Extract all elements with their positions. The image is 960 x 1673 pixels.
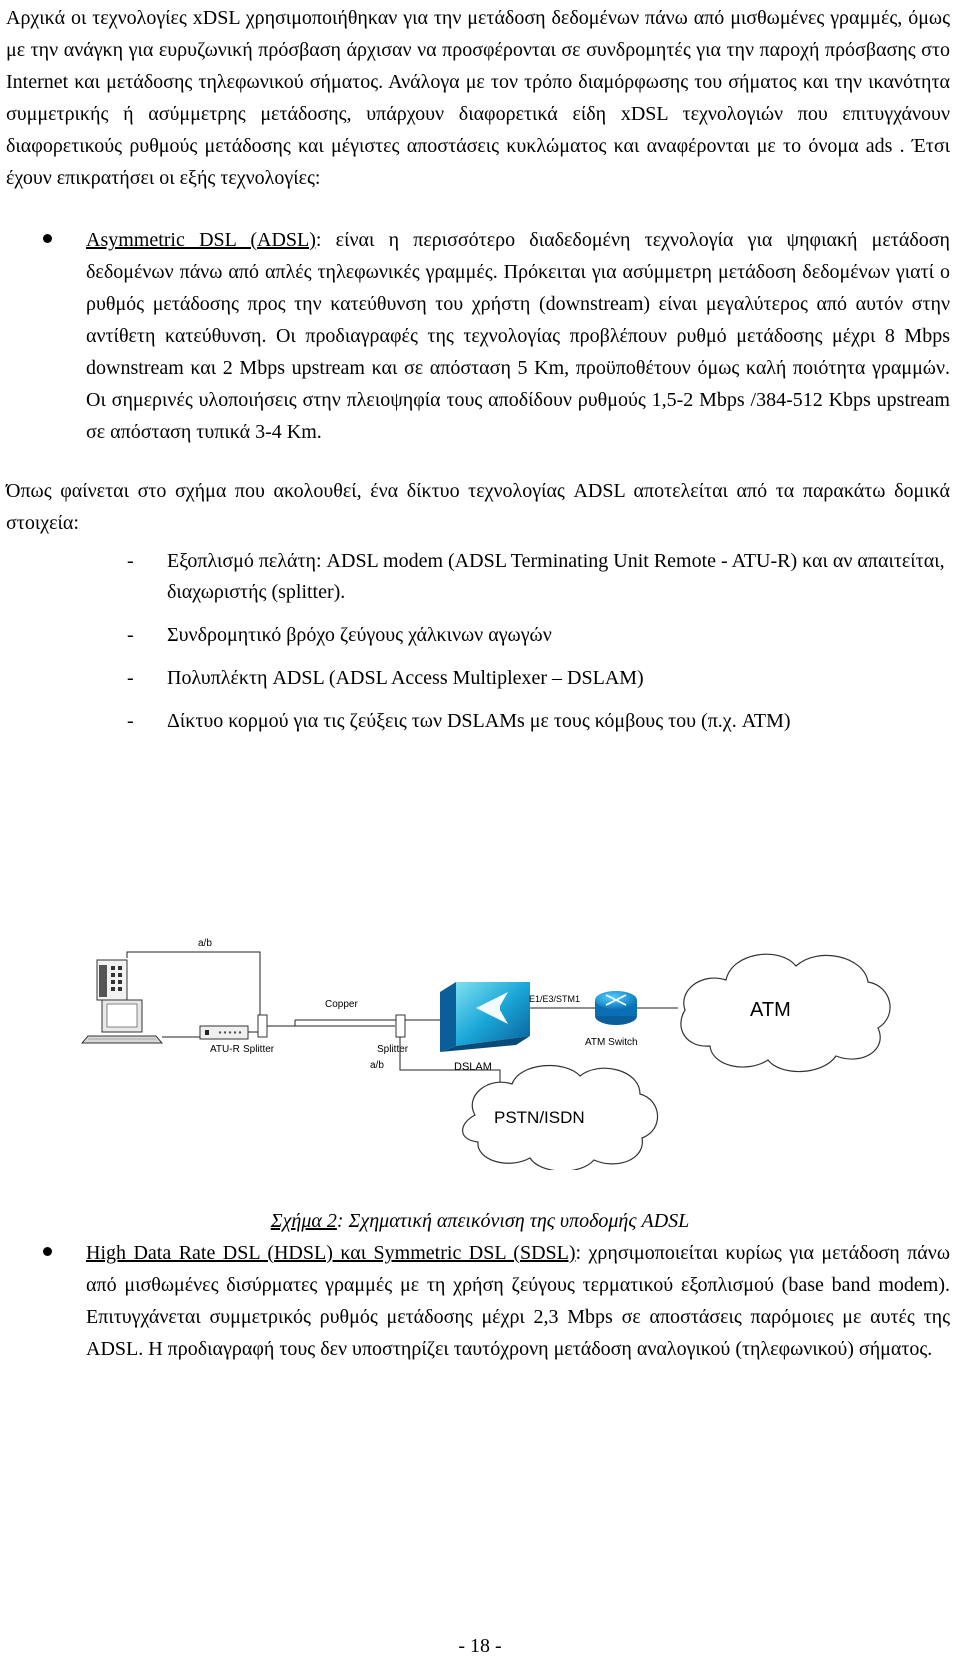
- splitter-left-icon: [257, 1014, 268, 1038]
- splitter-right-icon: [395, 1014, 406, 1038]
- dash-marker: -: [127, 624, 134, 646]
- adsl-term: Asymmetric DSL (ADSL): [86, 229, 316, 251]
- ab-bottom-label: a/b: [370, 1060, 384, 1071]
- adsl-description: : είναι η περισσότερο διαδεδομένη τεχνολ…: [86, 229, 950, 443]
- dash-marker: -: [127, 550, 134, 572]
- computer-icon: [80, 999, 164, 1044]
- atm-cloud-icon: [680, 953, 891, 1073]
- component-text: Συνδρομητικό βρόχο ζεύγους χάλκινων αγωγ…: [167, 624, 552, 646]
- dash-marker: -: [127, 710, 134, 732]
- atu-r-modem-icon: [199, 1025, 249, 1040]
- e1-label: E1/E3/STM1: [529, 994, 580, 1004]
- component-text: Δίκτυο κορμού για τις ζεύξεις των DSLAMs…: [167, 710, 791, 732]
- atu-r-label: ATU-R: [210, 1044, 240, 1055]
- splitter-left-label: Splitter: [243, 1044, 275, 1055]
- network-intro-paragraph: Όπως φαίνεται στο σχήμα που ακολουθεί, έ…: [6, 480, 950, 534]
- component-text: Εξοπλισμό πελάτη: ADSL modem (ADSL Termi…: [167, 550, 945, 603]
- atm-switch-icon: [595, 991, 637, 1025]
- hdsl-description: : χρησιμοποιείται κυρίως για μετάδοση πά…: [86, 1242, 950, 1360]
- pstn-cloud-label: PSTN/ISDN: [494, 1108, 585, 1127]
- bullet-adsl-text: Asymmetric DSL (ADSL): είναι η περισσότε…: [86, 224, 950, 448]
- atm-switch-label: ATM Switch: [585, 1037, 638, 1048]
- adsl-network-diagram: a/b Splitter Copper Splitter: [80, 938, 891, 1170]
- bullet-icon: [43, 1247, 52, 1256]
- bullet-hdsl-text: High Data Rate DSL (HDSL) και Symmetric …: [86, 1237, 950, 1365]
- caption-text: : Σχηματική απεικόνιση της υποδομής ADSL: [336, 1210, 690, 1232]
- dslam-label: DSLAM: [454, 1061, 492, 1073]
- telephone-icon: [96, 959, 128, 1001]
- figure-caption: Σχήμα 2: Σχηματική απεικόνιση της υποδομ…: [0, 1207, 960, 1235]
- dslam-icon: [440, 982, 530, 1052]
- copper-label: Copper: [325, 999, 358, 1010]
- pstn-cloud-icon: [462, 1064, 659, 1170]
- ab-top-label: a/b: [198, 938, 212, 949]
- hdsl-term: High Data Rate DSL (HDSL) και Symmetric …: [86, 1242, 576, 1264]
- atm-cloud-label: ATM: [750, 999, 791, 1021]
- dash-marker: -: [127, 667, 134, 689]
- splitter-right-label: Splitter: [377, 1044, 409, 1055]
- caption-prefix: Σχήμα 2: [270, 1210, 337, 1232]
- page-number: - 18 -: [458, 1635, 502, 1657]
- component-text: Πολυπλέκτη ADSL (ADSL Access Multiplexer…: [167, 667, 644, 689]
- bullet-icon: [43, 234, 52, 243]
- intro-paragraph: Αρχικά οι τεχνολογίες xDSL χρησιμοποιήθη…: [6, 7, 950, 189]
